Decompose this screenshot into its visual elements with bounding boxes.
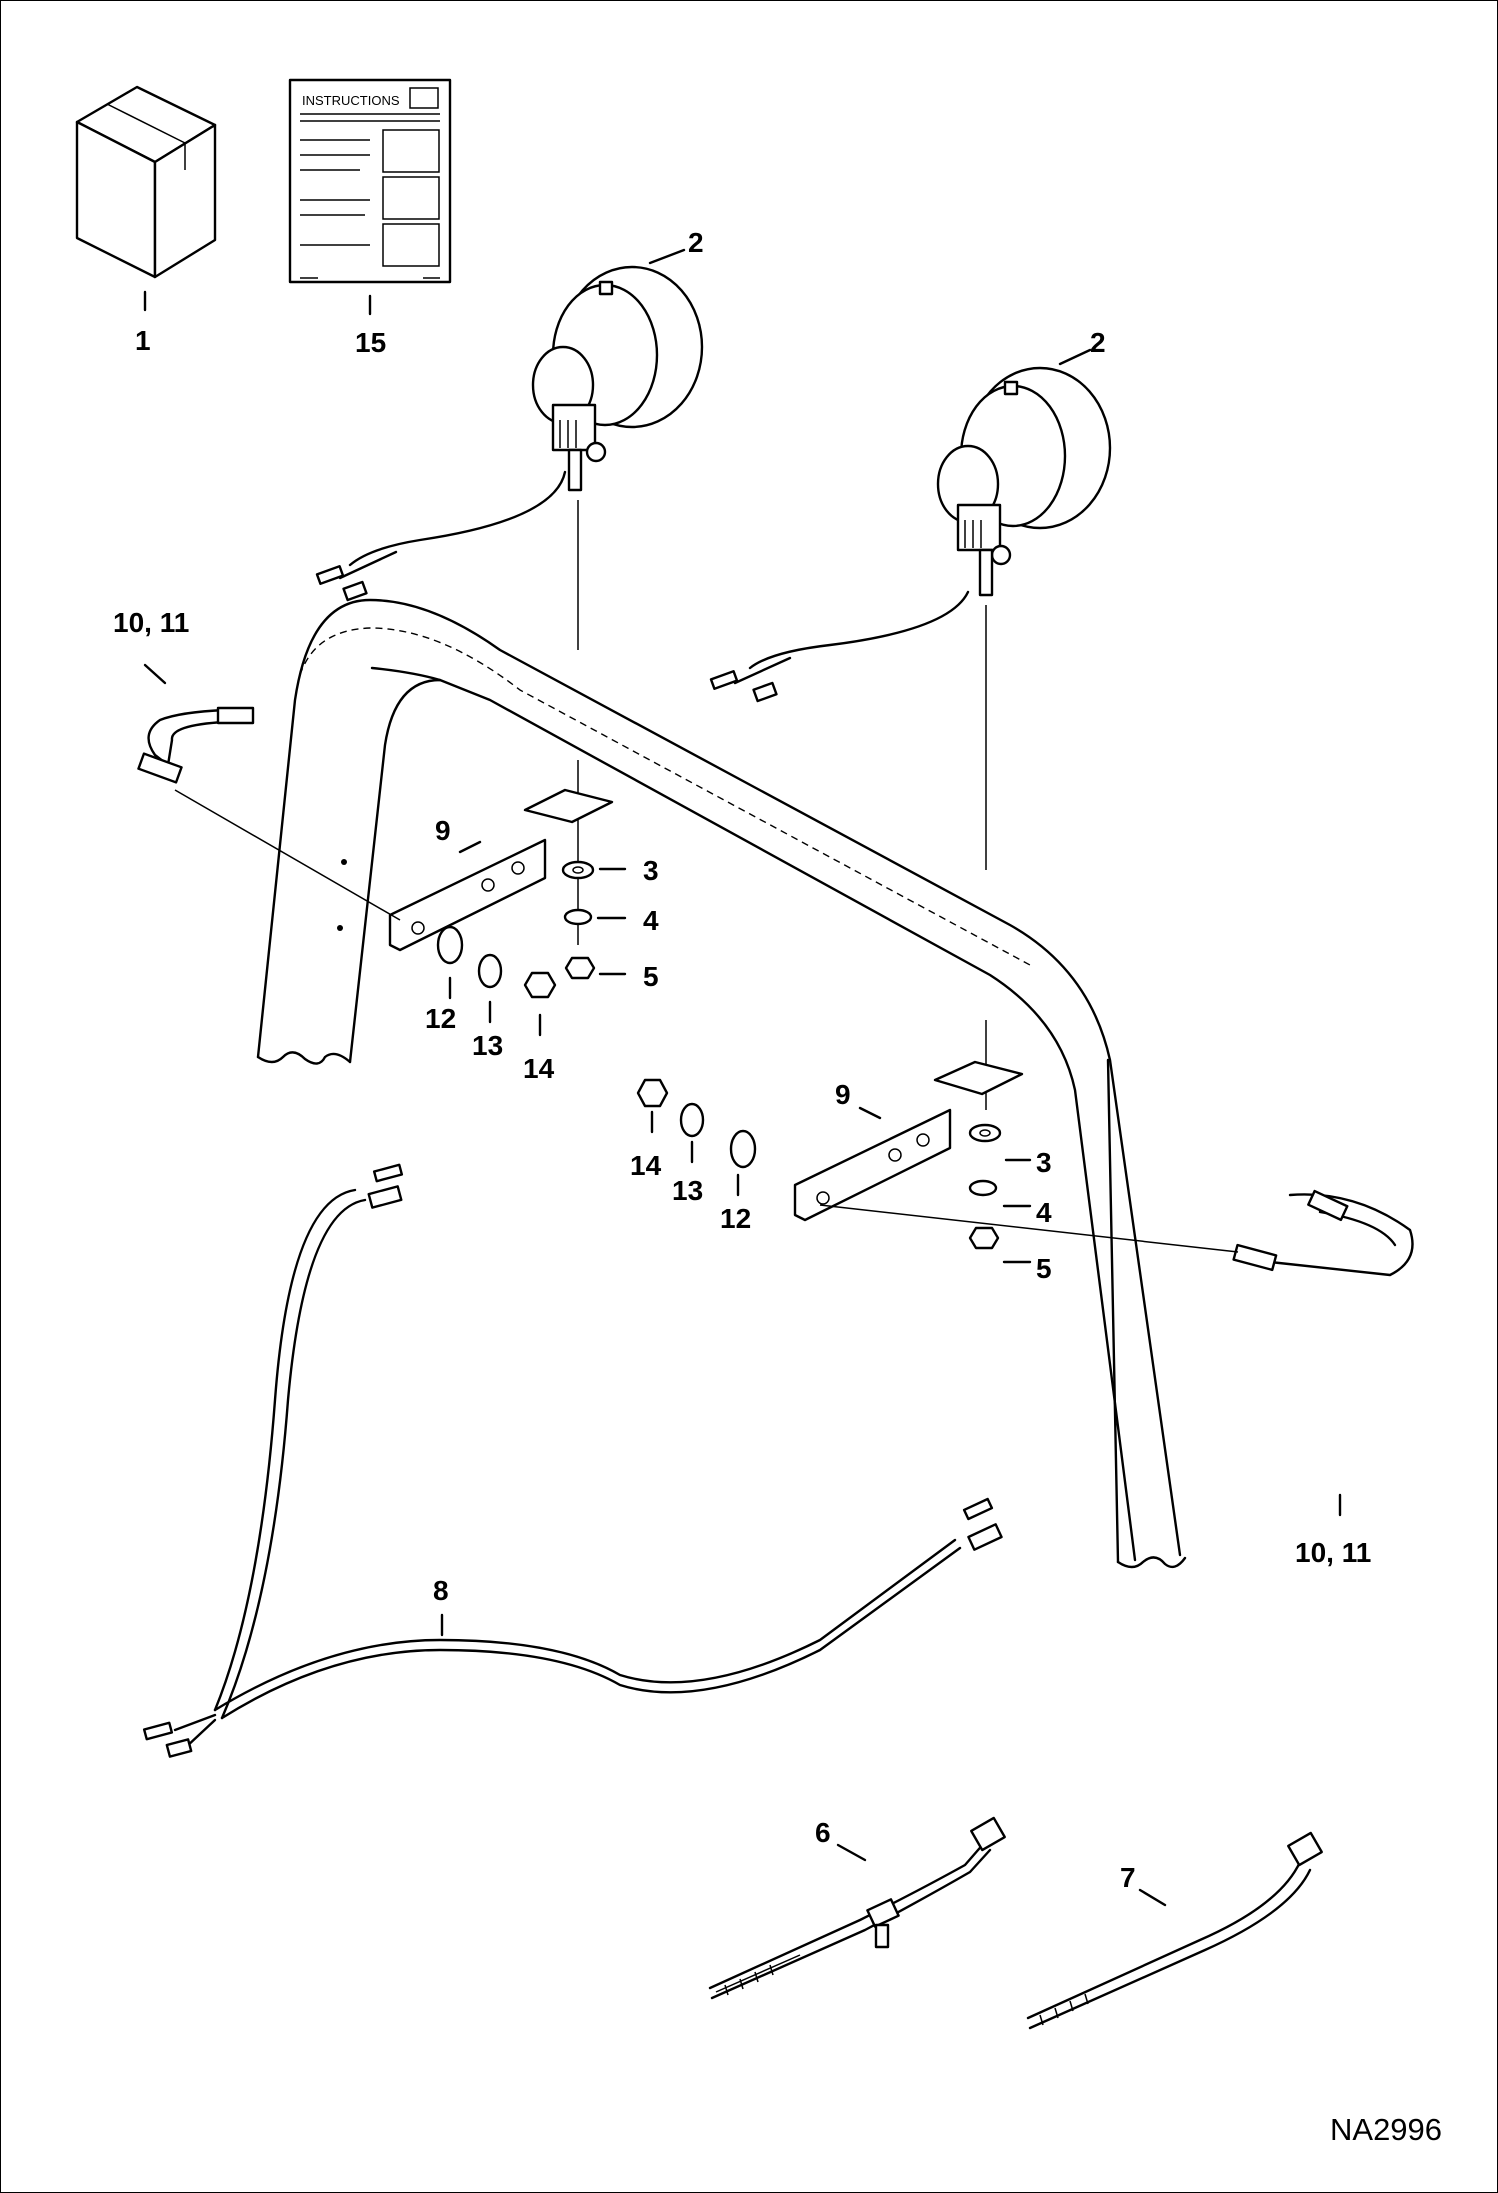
cable-tie-icon — [708, 1816, 1006, 2000]
callout-light-left: 2 — [688, 227, 704, 258]
lock-washer-icon — [477, 953, 503, 989]
callout-flatwasher-left: 12 — [425, 1003, 456, 1034]
wire-harness-icon — [142, 1163, 1003, 1758]
callout-lockwasher-right: 4 — [1036, 1197, 1052, 1228]
callout-washer-left: 3 — [643, 855, 659, 886]
lock-washer-icon — [679, 1102, 705, 1138]
u-bolt-icon — [137, 706, 255, 784]
callout-light-right: 2 — [1090, 327, 1106, 358]
callout-ubolt-left: 10, 11 — [113, 607, 189, 638]
washer-icon — [561, 860, 595, 880]
washer-icon — [436, 925, 464, 965]
cable-tie-icon — [1026, 1831, 1323, 2030]
lock-washer-icon — [563, 908, 593, 926]
washer-icon — [968, 1123, 1002, 1143]
lock-washer-icon — [968, 1179, 998, 1197]
light-wire — [348, 470, 567, 567]
callout-bracket-right: 9 — [835, 1079, 851, 1110]
callout-bracket-left: 9 — [435, 815, 451, 846]
instruction-sheet-icon — [288, 78, 452, 284]
mounting-bracket-icon — [388, 788, 614, 952]
callout-hexnut-right: 14 — [630, 1150, 662, 1181]
callout-instructions: 15 — [355, 327, 386, 358]
nut-icon — [968, 1226, 1000, 1250]
mounting-bracket-icon — [793, 1060, 1024, 1222]
work-light-icon — [936, 366, 1112, 597]
callout-lockwasher2-left: 13 — [472, 1030, 503, 1061]
callout-hexnut-left: 14 — [523, 1053, 555, 1084]
callout-lockwasher-left: 4 — [643, 905, 659, 936]
callout-nut-right: 5 — [1036, 1253, 1052, 1284]
callout-ubolt-right: 10, 11 — [1295, 1537, 1371, 1568]
callout-washer-right: 3 — [1036, 1147, 1052, 1178]
callout-tie-strap: 7 — [1120, 1862, 1136, 1893]
roll-bar — [256, 598, 1187, 1569]
light-wire — [748, 590, 970, 670]
nut-icon — [523, 971, 557, 999]
box-icon — [75, 85, 217, 279]
callout-flatwasher-right: 12 — [720, 1203, 751, 1234]
work-light-icon — [531, 265, 704, 492]
callout-nut-left: 5 — [643, 961, 659, 992]
instructions-title: INSTRUCTIONS — [302, 93, 400, 108]
callout-lockwasher2-right: 13 — [672, 1175, 703, 1206]
callout-harness: 8 — [433, 1575, 449, 1606]
callout-tie-clip: 6 — [815, 1817, 831, 1848]
u-bolt-icon — [1232, 1189, 1414, 1277]
drawing-number: NA2996 — [1330, 2112, 1442, 2147]
nut-icon — [564, 956, 596, 980]
nut-icon — [636, 1078, 669, 1108]
callout-kit-box: 1 — [135, 325, 151, 356]
washer-icon — [729, 1129, 757, 1169]
